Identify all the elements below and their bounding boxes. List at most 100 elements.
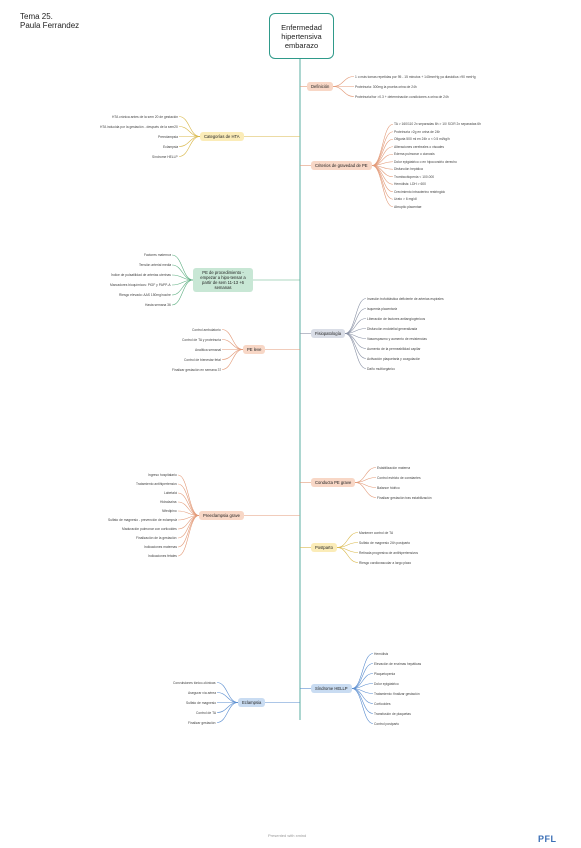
connector [351,688,374,724]
branch-categorias-item: Preeclampsia [158,134,178,139]
connector [178,116,201,137]
branch-pe_grave-item: Indicaciones fetales [148,554,177,558]
connector [221,349,244,370]
connector [216,692,239,703]
branch-hellp-item: Plaquetopenia [374,671,396,676]
connector [178,136,201,157]
connector [171,264,194,281]
branch-gravedad-item: Dolor epigástrico o en hipocondrio derec… [394,159,457,164]
connector [221,349,244,360]
branch-hellp-item: Control postparto [374,721,400,726]
branch-fisiopatologia-item: Aumento de la permeabilidad capilar [367,346,421,351]
connector [171,279,194,306]
branch-cribado-item: Tensión arterial media [139,263,172,267]
connector [351,688,374,714]
branch-gravedad-item: Alteraciones cerebrales o visuales [394,144,445,149]
branch-eclampsia-item: Asegurar vía aérea [188,690,217,695]
branch-categorias[interactable]: Categorías de HTA [200,132,244,141]
branch-conducta-item: Control estricto de constantes [377,475,421,480]
branch-hellp-item: Transfusión de plaquetas [374,711,411,716]
branch-hellp-item: Hemólisis [374,651,389,656]
branch-conducta-item: Balance hídrico [377,485,400,490]
branch-fisiopatologia[interactable]: Fisiopatología [311,329,346,338]
connector [221,339,244,350]
connector [344,308,367,334]
connector [344,318,367,334]
connector [371,138,394,166]
branch-fisiopatologia-item: Vasoespasmo y aumento de resistencias [367,336,427,341]
branch-gravedad-item: Trombocitopenia < 100.000 [394,174,435,179]
connector [178,126,201,137]
branch-cribado-item: Hasta semana 36 [145,303,171,307]
branch-conducta-item: Estabilización materna [377,465,411,470]
branch-hellp-item: Dolor epigástrico [374,681,399,686]
branch-postparto-item: Riesgo cardiovascular a largo plazo [359,560,412,565]
connector [371,123,394,166]
connector [351,673,374,689]
branch-definicion[interactable]: Definición [307,82,334,91]
connector [177,483,200,516]
branch-categorias-item: HTA inducida por la gestación - después … [100,124,178,129]
connector [332,76,355,87]
connector [178,136,201,147]
header: Tema 25. Paula Ferrandez [20,12,79,30]
branch-fisiopatologia-item: Liberación de factores antiangiogénicos [367,316,426,321]
branch-definicion-item: Proteinuria: 300mg la prueba orina de 24… [355,84,417,89]
connector [371,131,394,166]
branch-cribado[interactable]: PE de procedimiento - empezar a hipo-ten… [193,268,253,292]
branch-categorias-item: HTA crónica antes de la sem 20 de gestac… [112,114,179,119]
branch-gravedad-item: Crecimiento intrauterino restringido [394,189,446,194]
connector [354,467,377,483]
branch-cribado-item: Índice de pulsatilidad de arterias uteri… [111,273,171,277]
branch-fisiopatologia-item: Isquemia placentaria [367,306,398,311]
connector [354,482,377,498]
connector [371,165,394,193]
branch-postparto[interactable]: Postparto [311,543,337,552]
branch-fisiopatologia-item: Disfunción endotelial generalizada [367,326,418,331]
branch-hellp-item: Tratamiento: finalizar gestación [374,691,420,696]
branch-gravedad-item: TA > 160/110 2x separadas 6h > 10/ SCIR … [394,122,481,127]
branch-eclampsia-item: Sulfato de magnesio [186,700,217,705]
connector [171,254,194,281]
branch-categorias-item: Eclampsia [163,144,179,149]
branch-cribado-item: Factores maternos [144,253,172,257]
connector [332,86,355,97]
branch-hellp-item: Elevación de enzimas hepáticas [374,661,422,666]
branch-fisiopatologia-item: Invasión trofoblástica deficiente de art… [367,296,444,301]
branch-definicion-item: Proteinuria/hcr >0.3 + determinación con… [355,94,449,99]
branch-conducta[interactable]: Conducta PE grave [311,478,356,487]
branch-cribado-item: Marcadores bioquímicos: PlGF y PAPP-A [110,283,171,287]
branch-eclampsia[interactable]: Eclampsia [238,698,266,707]
connector [344,333,367,369]
connector [177,474,200,516]
connector [177,515,200,557]
branch-gravedad-item: Edema pulmonar o cianosis [394,152,435,157]
connector [371,165,394,200]
branch-pe_grave-item: Sulfato de magnesio - prevención de ecla… [108,518,178,522]
branch-pe_leve-item: Control de TA y proteinuria [182,337,221,342]
connector [344,333,367,359]
branch-pe_leve-item: Finalizar gestación en semana 37 [172,367,222,372]
branch-hellp[interactable]: Síndrome HELLP [311,684,352,693]
connector [177,515,200,548]
branch-pe_grave-item: Ingreso hospitalario [148,473,177,477]
connector [216,702,239,713]
branch-hellp-item: Corticoides [374,701,391,706]
branch-gravedad-item: Urato > 6 mg/dl [394,197,417,202]
branch-pe_grave-item: Labetalol [164,491,178,495]
branch-pe_grave[interactable]: Preeclampsia grave [199,511,245,520]
branch-postparto-item: Retirada progresiva de antihipertensivos [359,550,419,555]
branch-gravedad-item: Disfunción hepática [394,167,423,172]
branch-gravedad-item: Abruptio placentae [394,204,422,209]
branch-definicion-item: 1 o más tomas repetidas por 95 - 15 minu… [355,74,476,79]
connector [216,682,239,703]
connector [351,653,374,689]
branch-gravedad[interactable]: Criterios de gravedad de PE [311,161,372,170]
branch-pe_leve[interactable]: PE leve [243,345,266,354]
branch-gravedad-item: Oliguria 500 ml en 24h o < 0.5 ml/kg/h [394,137,450,142]
branch-fisiopatologia-item: Activación plaquetaria y coagulación [367,356,421,361]
branch-postparto-item: Sulfato de magnesio 24h postparto [359,540,411,545]
branch-pe_grave-item: Hidralazina [160,500,177,504]
root-topic[interactable]: Enfermedad hipertensiva embarazo [269,13,334,59]
